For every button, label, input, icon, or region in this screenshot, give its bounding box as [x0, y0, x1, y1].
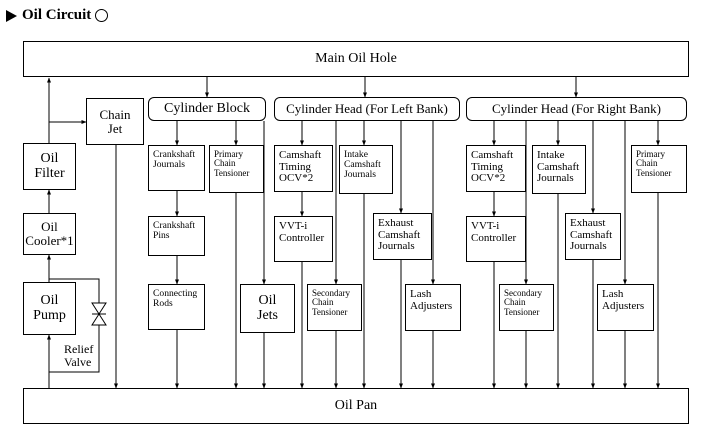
intake-camshaft-journals-right-label: Intake Camshaft Journals — [537, 149, 580, 185]
oil-filter-box: Oil Filter — [23, 143, 76, 190]
cylinder-block-label: Cylinder Block — [164, 100, 250, 116]
lash-adjusters-left-box: Lash Adjusters — [405, 284, 461, 331]
secondary-chain-tensioner-left-label: Secondary Chain Tensioner — [312, 288, 350, 317]
vvti-controller-left-label: VVT-i Controller — [279, 220, 325, 244]
diagram-title: Oil Circuit — [6, 7, 109, 24]
lash-adjusters-right-label: Lash Adjusters — [602, 288, 645, 312]
secondary-chain-tensioner-right-box: Secondary Chain Tensioner — [499, 284, 554, 331]
oil-jets-label: Oil Jets — [257, 292, 278, 323]
cylinder-head-right-label: Cylinder Head (For Right Bank) — [492, 101, 661, 117]
vvti-controller-right-label: VVT-i Controller — [471, 220, 517, 244]
chain-jet-label: Chain Jet — [99, 106, 131, 136]
vvti-controller-left-box: VVT-i Controller — [274, 216, 333, 262]
crankshaft-pins-box: Crankshaft Pins — [148, 216, 205, 256]
title-text: Oil Circuit — [22, 7, 92, 23]
camshaft-timing-ocv-right-label: Camshaft Timing OCV*2 — [471, 149, 514, 185]
exhaust-camshaft-journals-left-label: Exhaust Camshaft Journals — [378, 217, 421, 253]
exhaust-camshaft-journals-right-box: Exhaust Camshaft Journals — [565, 213, 621, 260]
camshaft-timing-ocv-left-label: Camshaft Timing OCV*2 — [279, 149, 322, 185]
crankshaft-journals-box: Crankshaft Journals — [148, 145, 205, 191]
connecting-rods-label: Connecting Rods — [153, 288, 198, 310]
intake-camshaft-journals-left-label: Intake Camshaft Journals — [344, 149, 381, 181]
circle-icon — [95, 9, 109, 22]
lash-adjusters-left-label: Lash Adjusters — [410, 288, 453, 312]
cylinder-block-header: Cylinder Block — [148, 97, 266, 121]
vvti-controller-right-box: VVT-i Controller — [466, 216, 526, 262]
camshaft-timing-ocv-right-box: Camshaft Timing OCV*2 — [466, 145, 526, 192]
exhaust-camshaft-journals-right-label: Exhaust Camshaft Journals — [570, 217, 613, 253]
intake-camshaft-journals-left-box: Intake Camshaft Journals — [339, 145, 393, 194]
oil-pump-box: Oil Pump — [23, 282, 76, 335]
camshaft-timing-ocv-left-box: Camshaft Timing OCV*2 — [274, 145, 333, 192]
oil-pan-label: Oil Pan — [334, 397, 378, 413]
primary-chain-tensioner-block-box: Primary Chain Tensioner — [209, 145, 264, 193]
exhaust-camshaft-journals-left-box: Exhaust Camshaft Journals — [373, 213, 432, 260]
oil-filter-label: Oil Filter — [34, 150, 65, 181]
oil-cooler-label: Oil Cooler*1 — [25, 219, 74, 248]
primary-chain-tensioner-right-box: Primary Chain Tensioner — [631, 145, 687, 193]
relief-valve-label: Relief Valve — [64, 342, 94, 369]
crankshaft-journals-label: Crankshaft Journals — [153, 149, 196, 171]
primary-chain-tensioner-right-label: Primary Chain Tensioner — [636, 149, 672, 178]
cylinder-head-right-header: Cylinder Head (For Right Bank) — [466, 97, 687, 121]
main-oil-hole-box: Main Oil Hole — [23, 41, 689, 77]
connecting-rods-box: Connecting Rods — [148, 284, 205, 330]
cylinder-head-left-header: Cylinder Head (For Left Bank) — [274, 97, 460, 121]
oil-pump-label: Oil Pump — [33, 292, 66, 323]
chain-jet-box: Chain Jet — [86, 98, 144, 145]
secondary-chain-tensioner-left-box: Secondary Chain Tensioner — [307, 284, 362, 331]
oil-cooler-box: Oil Cooler*1 — [23, 213, 76, 255]
play-triangle-icon — [6, 9, 17, 22]
main-oil-hole-label: Main Oil Hole — [315, 50, 397, 66]
cylinder-head-left-label: Cylinder Head (For Left Bank) — [286, 101, 448, 117]
secondary-chain-tensioner-right-label: Secondary Chain Tensioner — [504, 288, 542, 317]
intake-camshaft-journals-right-box: Intake Camshaft Journals — [532, 145, 586, 194]
crankshaft-pins-label: Crankshaft Pins — [153, 220, 196, 242]
lash-adjusters-right-box: Lash Adjusters — [597, 284, 654, 331]
oil-jets-box: Oil Jets — [240, 284, 295, 333]
primary-chain-tensioner-block-label: Primary Chain Tensioner — [214, 149, 250, 178]
oil-pan-box: Oil Pan — [23, 388, 689, 424]
